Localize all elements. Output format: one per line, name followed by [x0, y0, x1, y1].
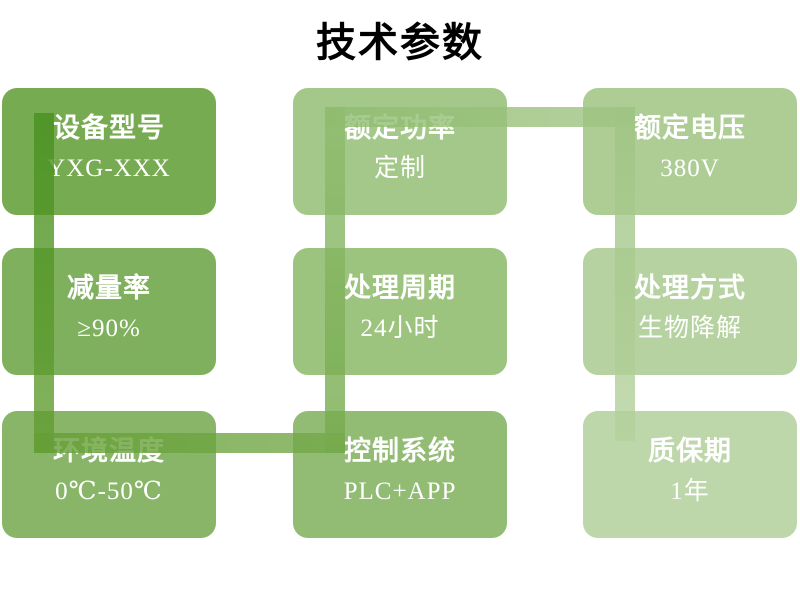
connector-middle-column — [325, 107, 345, 453]
spec-value: 0℃-50℃ — [55, 478, 163, 505]
spec-value: PLC+APP — [343, 478, 457, 505]
connector-bottom-row — [34, 433, 345, 453]
spec-value: YXG-XXX — [47, 155, 171, 182]
page-title: 技术参数 — [316, 21, 484, 65]
spec-value: 380V — [660, 155, 720, 182]
connector-top-row — [325, 107, 635, 127]
spec-label: 额定电压 — [634, 113, 746, 143]
spec-value: ≥90% — [77, 315, 141, 342]
spec-value: 1年 — [670, 478, 710, 505]
spec-label: 质保期 — [648, 436, 732, 466]
spec-label: 控制系统 — [344, 436, 456, 466]
connector-right-column — [615, 107, 635, 441]
connector-left-column — [34, 113, 54, 453]
spec-value: 24小时 — [360, 315, 440, 342]
spec-label: 设备型号 — [53, 113, 165, 143]
spec-label: 减量率 — [67, 273, 151, 303]
spec-value: 生物降解 — [637, 315, 742, 342]
spec-label: 处理周期 — [344, 273, 456, 303]
spec-value: 定制 — [373, 155, 426, 182]
spec-label: 处理方式 — [634, 273, 746, 303]
